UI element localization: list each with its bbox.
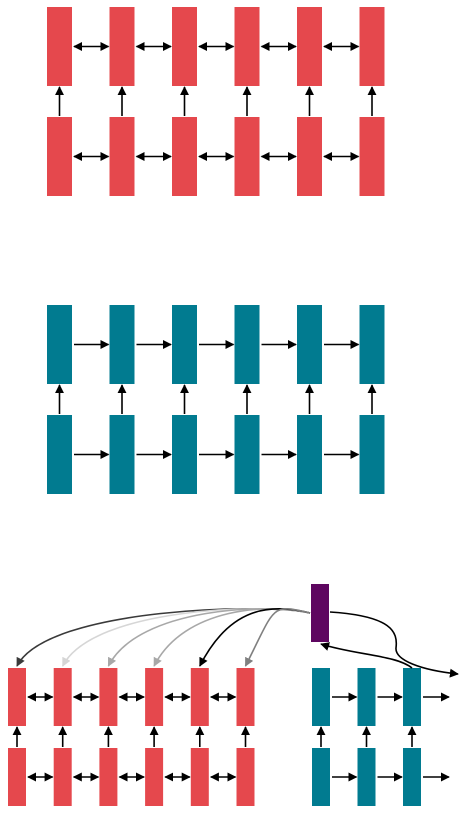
decoder-cell-layer2-step3 (403, 748, 421, 806)
encoder-cell-layer2-step3 (99, 748, 118, 806)
attention-curve-step6 (244, 607, 311, 667)
encoder-cell-layer1-step3 (99, 668, 118, 726)
context-output-curve (329, 611, 459, 678)
decoder-cell-layer2-step1 (312, 748, 330, 806)
attention-encoder-decoder-panel (8, 584, 459, 806)
rnn-bi-cell-layer1-step6 (359, 7, 385, 86)
encoder-cell-layer2-step5 (190, 748, 209, 806)
encoder-cell-layer1-step4 (145, 668, 164, 726)
encoder-cell-layer2-step2 (53, 748, 72, 806)
encoder-cell-layer1-step2 (53, 668, 72, 726)
rnn-bi-cell-layer2-step2 (109, 117, 135, 196)
unidirectional-rnn-panel (47, 305, 385, 494)
rnn-fwd-cell-layer2-step4 (234, 415, 260, 494)
encoder-cell-layer2-step1 (8, 748, 26, 806)
rnn-bi-cell-layer1-step1 (47, 7, 72, 86)
encoder-cell-layer2-step6 (236, 748, 255, 806)
decoder-cell-layer1-step1 (312, 668, 330, 726)
rnn-fwd-cell-layer1-step5 (297, 305, 322, 384)
encoder-cell-layer2-step4 (145, 748, 164, 806)
encoder-cell-layer1-step5 (190, 668, 209, 726)
rnn-fwd-cell-layer1-step2 (109, 305, 135, 384)
rnn-fwd-cell-layer1-step6 (359, 305, 385, 384)
rnn-fwd-cell-layer2-step3 (172, 415, 197, 494)
decoder-cell-layer1-step3 (403, 668, 421, 726)
attention-curve-step3 (107, 607, 311, 667)
decoder-cell-layer1-step2 (357, 668, 376, 726)
decoder-feedback-curve (320, 642, 413, 669)
rnn-bi-cell-layer2-step1 (47, 117, 72, 196)
rnn-fwd-cell-layer1-step4 (234, 305, 260, 384)
rnn-bi-cell-layer2-step3 (172, 117, 197, 196)
rnn-bi-cell-layer1-step5 (297, 7, 322, 86)
encoder-cell-layer1-step6 (236, 668, 255, 726)
rnn-bi-cell-layer2-step5 (297, 117, 322, 196)
context-vector (311, 584, 329, 642)
rnn-bi-cell-layer1-step3 (172, 7, 197, 86)
attention-curve-step4 (153, 608, 311, 667)
encoder-cell-layer1-step1 (8, 668, 26, 726)
rnn-fwd-cell-layer1-step1 (47, 305, 72, 384)
rnn-bi-cell-layer1-step2 (109, 7, 135, 86)
rnn-fwd-cell-layer2-step6 (359, 415, 385, 494)
bidirectional-rnn-panel (47, 7, 385, 196)
rnn-fwd-cell-layer2-step5 (297, 415, 322, 494)
decoder-cell-layer2-step2 (357, 748, 376, 806)
rnn-bi-cell-layer2-step6 (359, 117, 385, 196)
rnn-bi-cell-layer1-step4 (234, 7, 260, 86)
rnn-bi-cell-layer2-step4 (234, 117, 260, 196)
rnn-fwd-cell-layer2-step1 (47, 415, 72, 494)
rnn-fwd-cell-layer1-step3 (172, 305, 197, 384)
rnn-fwd-cell-layer2-step2 (109, 415, 135, 494)
